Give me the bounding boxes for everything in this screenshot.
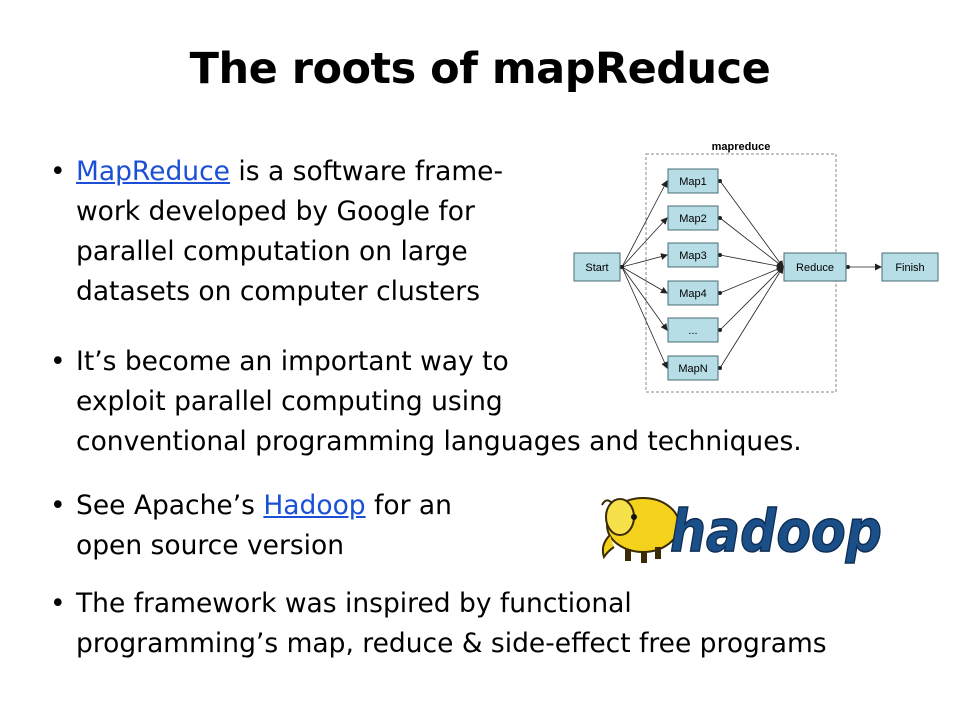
edge-start-to-map-1 [621, 180, 668, 268]
hadoop-logo: hadoop [601, 496, 883, 566]
edge-start-to-map-6-origin-dot [620, 265, 624, 269]
diagram-edges [620, 179, 882, 370]
mapreduce-container [645, 153, 837, 393]
hadoop-link[interactable]: Hadoop [263, 490, 366, 521]
bullet-hadoop: • See Apache’s Hadoop for an open source… [50, 486, 452, 566]
edge-map-1-to-reduce-origin-dot [718, 179, 722, 183]
edge-start-to-map-5 [621, 266, 668, 331]
map-node-4-label: Map4 [679, 288, 707, 300]
edge-map-6-to-reduce-origin-dot [718, 366, 722, 370]
bullet-text: work developed by Google for [76, 196, 475, 227]
edge-map-3-to-reduce-origin-dot [718, 253, 722, 257]
slide-title: The roots of mapReduce [189, 44, 771, 94]
bullet-text: open source version [76, 530, 345, 561]
edge-map-4-to-reduce-origin-dot [718, 291, 722, 295]
start-node: Start [573, 252, 621, 282]
edge-start-to-map-4 [621, 266, 668, 294]
container-label: mapreduce [712, 141, 771, 153]
bullet-text: is a software frame- [229, 156, 504, 187]
bullet-marker: • [50, 156, 66, 187]
bullet-text: parallel computation on large [76, 236, 468, 267]
bullet-text: It’s become an important way to [76, 346, 509, 377]
map-node-5-label: ... [688, 325, 697, 337]
edge-map-2-to-reduce [719, 217, 784, 268]
bullet-mapreduce: • MapReduce is a software frame- work de… [50, 152, 503, 312]
yellow-elephant-icon [601, 497, 680, 563]
bullet-text: The framework was inspired by functional [76, 588, 632, 619]
hadoop-wordmark: hadoop [670, 497, 882, 565]
edge-map-4-to-reduce [719, 266, 784, 294]
map-node-4: Map4 [667, 280, 719, 306]
start-node-label: Start [585, 262, 608, 274]
reduce-node-label: Reduce [796, 262, 834, 274]
map-node-1-label: Map1 [679, 176, 707, 188]
edge-start-to-map-6 [621, 266, 668, 369]
bullet-text: exploit parallel computing using [76, 386, 503, 417]
finish-node-label: Finish [895, 262, 924, 274]
edge-map-5-to-reduce-origin-dot [718, 328, 722, 332]
edge-start-to-map-3 [621, 253, 668, 268]
bullet-framework: • The framework was inspired by function… [50, 584, 827, 664]
map-node-3-label: Map3 [679, 250, 707, 262]
map-node-5: ... [667, 317, 719, 343]
map-node-6-label: MapN [678, 363, 707, 375]
bullet-marker: • [50, 490, 66, 521]
edge-map-5-to-reduce [719, 266, 784, 331]
bullet-text: conventional programming languages and t… [76, 426, 802, 457]
edge-map-6-to-reduce [719, 266, 784, 369]
bullet-marker: • [50, 346, 66, 377]
edge-start-to-map-2 [621, 217, 668, 268]
map-node-3: Map3 [667, 242, 719, 268]
map-node-6: MapN [667, 355, 719, 381]
finish-node: Finish [881, 252, 939, 282]
mapreduce-link[interactable]: MapReduce [76, 156, 230, 187]
bullet-text: See Apache’s [76, 490, 264, 521]
bullet-text: programming’s map, reduce & side-effect … [76, 628, 827, 659]
edge-reduce-to-finish-origin-dot [846, 265, 850, 269]
edge-map-2-to-reduce-origin-dot [718, 216, 722, 220]
map-node-1: Map1 [667, 168, 719, 194]
bullet-marker: • [50, 588, 66, 619]
map-node-2: Map2 [667, 205, 719, 231]
map-node-2-label: Map2 [679, 213, 707, 225]
edge-map-3-to-reduce [719, 254, 784, 270]
edge-map-1-to-reduce [719, 180, 784, 268]
bullet-text: datasets on computer clusters [76, 276, 481, 307]
bullet-text: for an [365, 490, 452, 521]
reduce-node: Reduce [783, 252, 847, 282]
bullet-important-way: • It’s become an important way to exploi… [50, 342, 802, 462]
